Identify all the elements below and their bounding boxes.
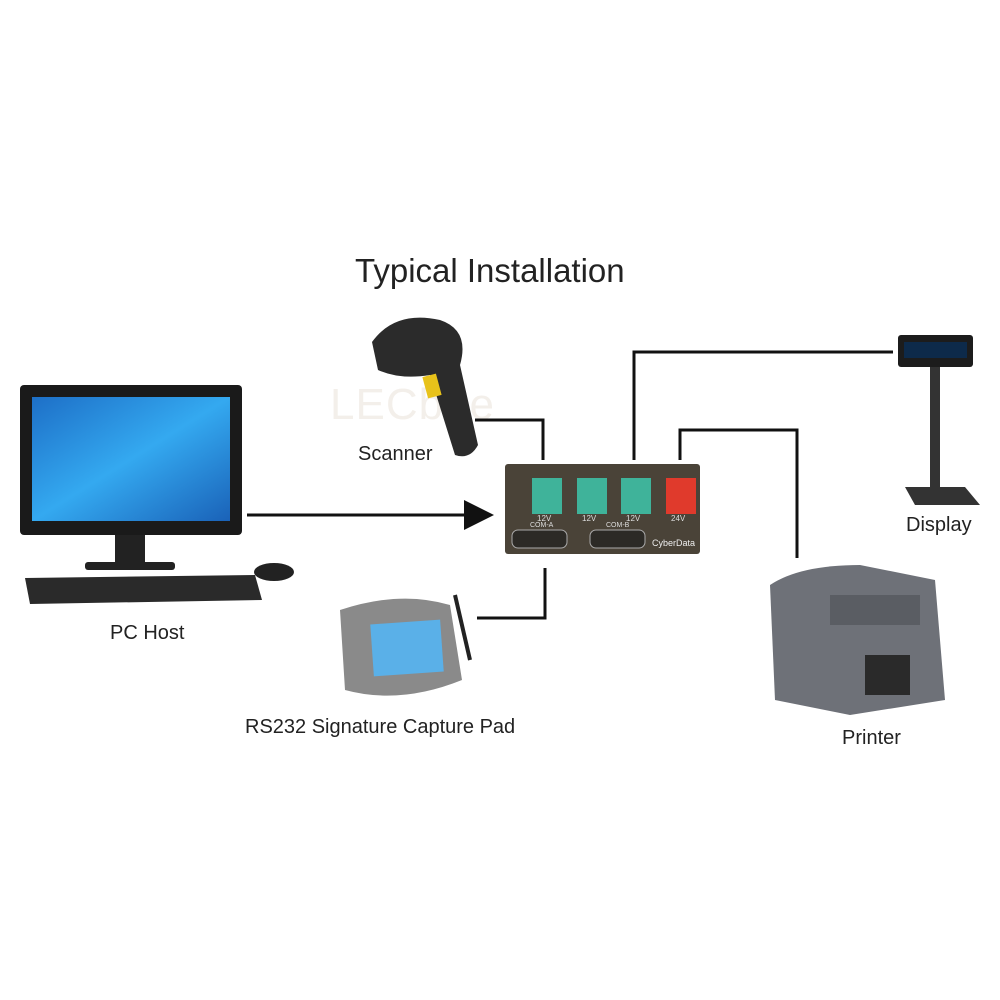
port-3-voltage: 12V [626, 514, 641, 523]
printer-label: Printer [842, 727, 901, 749]
serial-hub-image [505, 464, 700, 554]
scanner-line [475, 418, 545, 460]
pc-host-image [20, 385, 294, 604]
diagram-title: Typical Installation [355, 252, 625, 289]
connection-lines [247, 350, 893, 620]
display-label: Display [906, 514, 972, 536]
hub-brand: CyberData [652, 538, 696, 548]
pc-host-label: PC Host [110, 622, 185, 644]
printer-image [770, 565, 945, 715]
scanner-label: Scanner [358, 443, 433, 465]
display-line [632, 350, 893, 460]
scanner-image [372, 317, 478, 457]
com-b-label: COM-B [606, 522, 630, 529]
port-4-voltage: 24V [671, 514, 686, 523]
port-1-voltage: 12V [537, 514, 552, 523]
signature-line [477, 568, 547, 620]
com-a-label: COM-A [530, 522, 554, 529]
pole-display-image [898, 335, 980, 505]
signature-pad-label: RS232 Signature Capture Pad [245, 716, 516, 738]
signature-pad-image [340, 594, 472, 696]
printer-line [678, 428, 799, 558]
port-2-voltage: 12V [582, 514, 597, 523]
